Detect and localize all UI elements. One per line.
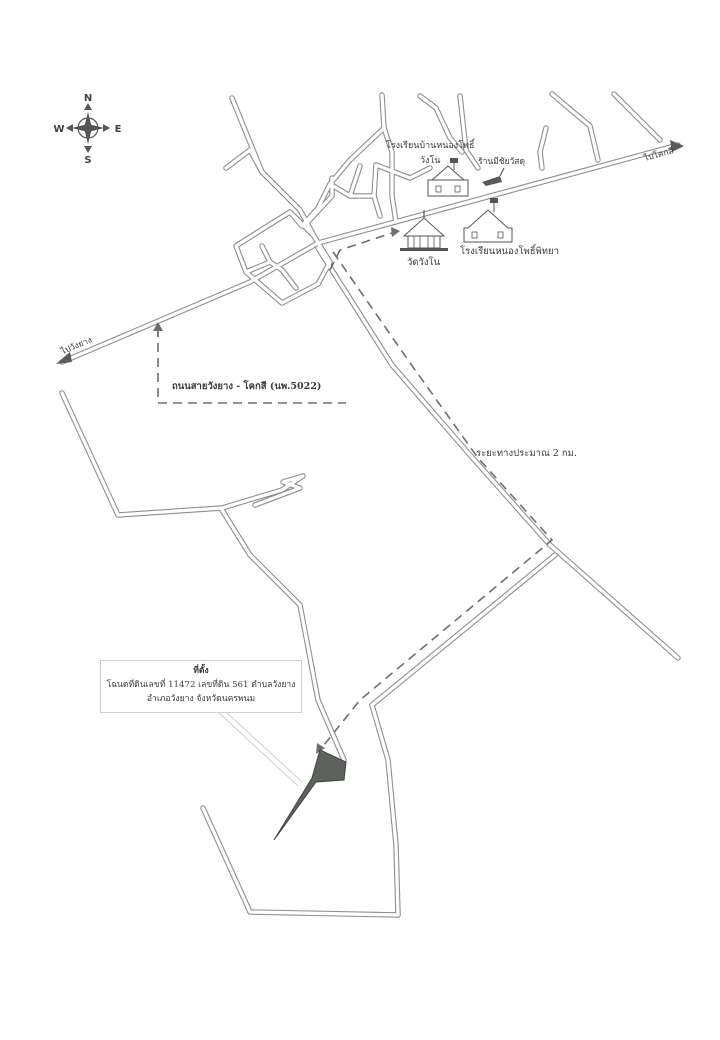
arrow-down-icon bbox=[316, 743, 325, 754]
location-info-box: ที่ตั้ง โฉนดที่ดินเลขที่ 11472 เลขที่ดิน… bbox=[100, 660, 302, 713]
compass-s-label: S bbox=[84, 155, 91, 166]
temple-label: วัดวังโน bbox=[407, 256, 441, 268]
school-ban-nong-pho-icon bbox=[427, 158, 469, 197]
location-line1: โฉนดที่ดินเลขที่ 11472 เลขที่ดิน 561 ตำบ… bbox=[106, 680, 296, 690]
school-ban-nong-pho-label: โรงเรียนบ้านหนองโพธิ์ bbox=[386, 138, 476, 151]
road-name-label: ถนนสายวังยาง - โคกสี (นพ.5022) bbox=[172, 380, 321, 392]
arrow-right-icon bbox=[391, 227, 400, 237]
direction-arrow-west-icon bbox=[56, 352, 72, 364]
location-title: ที่ตั้ง bbox=[193, 666, 209, 676]
temple-icon bbox=[400, 210, 448, 251]
direction-arrow-east-icon bbox=[670, 140, 684, 152]
school-ban-nong-pho-label-line2: วังโน bbox=[420, 155, 440, 166]
shop-icon bbox=[482, 167, 505, 186]
compass-n-label: N bbox=[84, 93, 92, 104]
school-nong-pho-phitthaya-icon bbox=[463, 198, 513, 243]
location-line2: อำเภอวังยาง จังหวัดนครพนม bbox=[146, 694, 256, 704]
land-plot-marker bbox=[273, 749, 347, 841]
compass-rose-icon: N S W E bbox=[53, 93, 121, 166]
arrow-up-icon bbox=[153, 322, 163, 331]
shop-label: ร้านมีชัยวัสดุ bbox=[478, 156, 525, 167]
distance-label: ระยะทางประมาณ 2 กม. bbox=[476, 448, 577, 459]
school-nong-pho-phitthaya-label: โรงเรียนหนองโพธิ์พิทยา bbox=[460, 243, 559, 257]
compass-e-label: E bbox=[115, 124, 122, 135]
compass-w-label: W bbox=[53, 124, 64, 135]
